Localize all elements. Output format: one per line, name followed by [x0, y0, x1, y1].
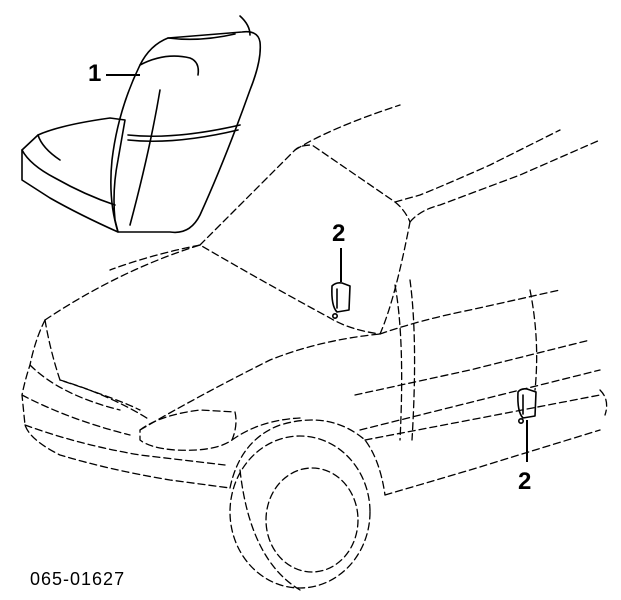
- callout-seat-label: 1: [88, 60, 102, 87]
- sensor-lower-drawing: [517, 388, 537, 462]
- sensor-upper-drawing: [331, 248, 351, 319]
- callout-sensor-upper-label: 2: [332, 220, 346, 247]
- drawing-number: 065-01627: [30, 569, 126, 589]
- callout-sensor-lower-label: 2: [518, 468, 532, 495]
- vehicle-outline: [21, 104, 608, 591]
- seat-drawing: [21, 15, 262, 234]
